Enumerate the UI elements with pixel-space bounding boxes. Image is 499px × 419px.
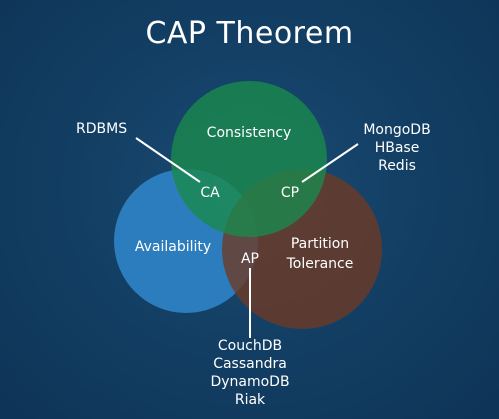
ca-label: CA xyxy=(200,185,220,201)
diagram-title: CAP Theorem xyxy=(145,16,354,51)
cp-examples-list: MongoDB HBase Redis xyxy=(352,121,442,175)
consistency-label: Consistency xyxy=(207,125,292,141)
ap-example: DynamoDB xyxy=(210,374,290,390)
ca-example: RDBMS xyxy=(76,121,128,137)
ap-example: Riak xyxy=(234,392,266,408)
ap-example: CouchDB xyxy=(217,338,283,354)
ap-examples-list: CouchDB Cassandra DynamoDB Riak xyxy=(190,337,310,409)
cp-example: MongoDB xyxy=(363,122,431,138)
cp-example: HBase xyxy=(374,140,420,156)
availability-label: Availability xyxy=(135,239,211,255)
cp-label: CP xyxy=(281,185,299,201)
partition-label-line1: Partition xyxy=(291,236,349,252)
partition-label-line2: Tolerance xyxy=(286,256,354,272)
cp-example: Redis xyxy=(378,158,416,174)
ap-example: Cassandra xyxy=(213,356,287,372)
ca-connector-line xyxy=(135,137,201,183)
consistency-circle xyxy=(171,81,327,237)
cp-connector-line xyxy=(301,143,359,183)
ap-label: AP xyxy=(241,251,259,267)
